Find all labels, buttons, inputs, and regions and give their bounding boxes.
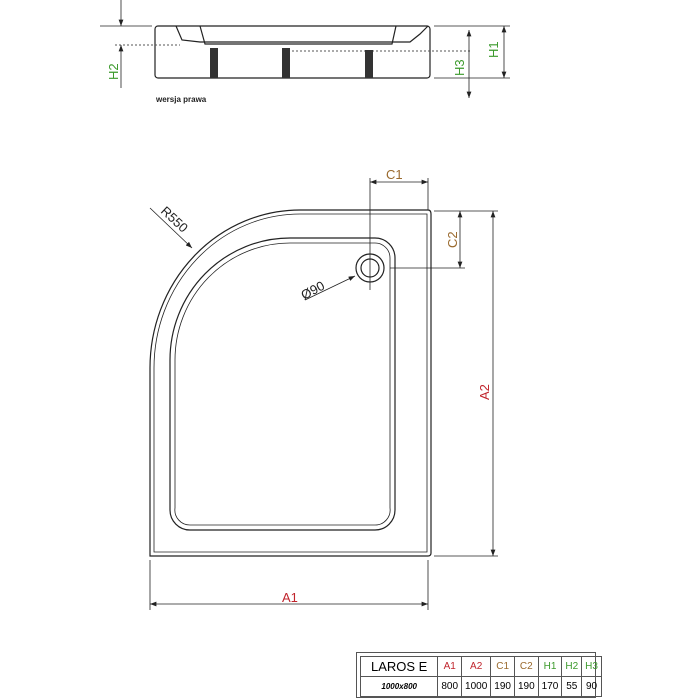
c1-label: C1 [386, 167, 403, 182]
side-view: H2 H1 H3 [100, 0, 510, 98]
a1-label: A1 [282, 590, 298, 605]
model-name: LAROS E [359, 656, 439, 677]
header-c2: C2 [513, 656, 539, 677]
h1-label: H1 [486, 41, 501, 58]
model-size: 1000x800 [359, 676, 439, 697]
header-a1: A1 [437, 656, 463, 677]
drain-label: Ø90 [298, 278, 327, 303]
header-c1: C1 [490, 656, 515, 677]
value-a1: 800 [437, 676, 463, 697]
header-h2: H2 [561, 656, 583, 677]
header-h3: H3 [581, 656, 602, 677]
spec-table: LAROS E A1 A2 C1 C2 H1 H2 H3 1000x800 80… [359, 656, 602, 697]
header-h1: H1 [537, 656, 563, 677]
value-a2: 1000 [461, 676, 492, 697]
table-header-row: LAROS E A1 A2 C1 C2 H1 H2 H3 [359, 656, 602, 677]
value-h1: 170 [537, 676, 563, 697]
table-row: 1000x800 800 1000 190 190 170 55 90 [359, 676, 602, 697]
a2-label: A2 [477, 384, 492, 400]
c2-label: C2 [445, 231, 460, 248]
h2-label: H2 [106, 63, 121, 80]
value-h3: 90 [581, 676, 602, 697]
h3-label: H3 [452, 59, 467, 76]
radius-label: R550 [158, 203, 191, 235]
value-h2: 55 [561, 676, 583, 697]
value-c1: 190 [490, 676, 515, 697]
plan-view: C1 C2 A2 A1 R550 Ø90 [149, 167, 498, 610]
value-c2: 190 [513, 676, 539, 697]
version-note: wersja prawa [156, 95, 207, 104]
header-a2: A2 [461, 656, 492, 677]
